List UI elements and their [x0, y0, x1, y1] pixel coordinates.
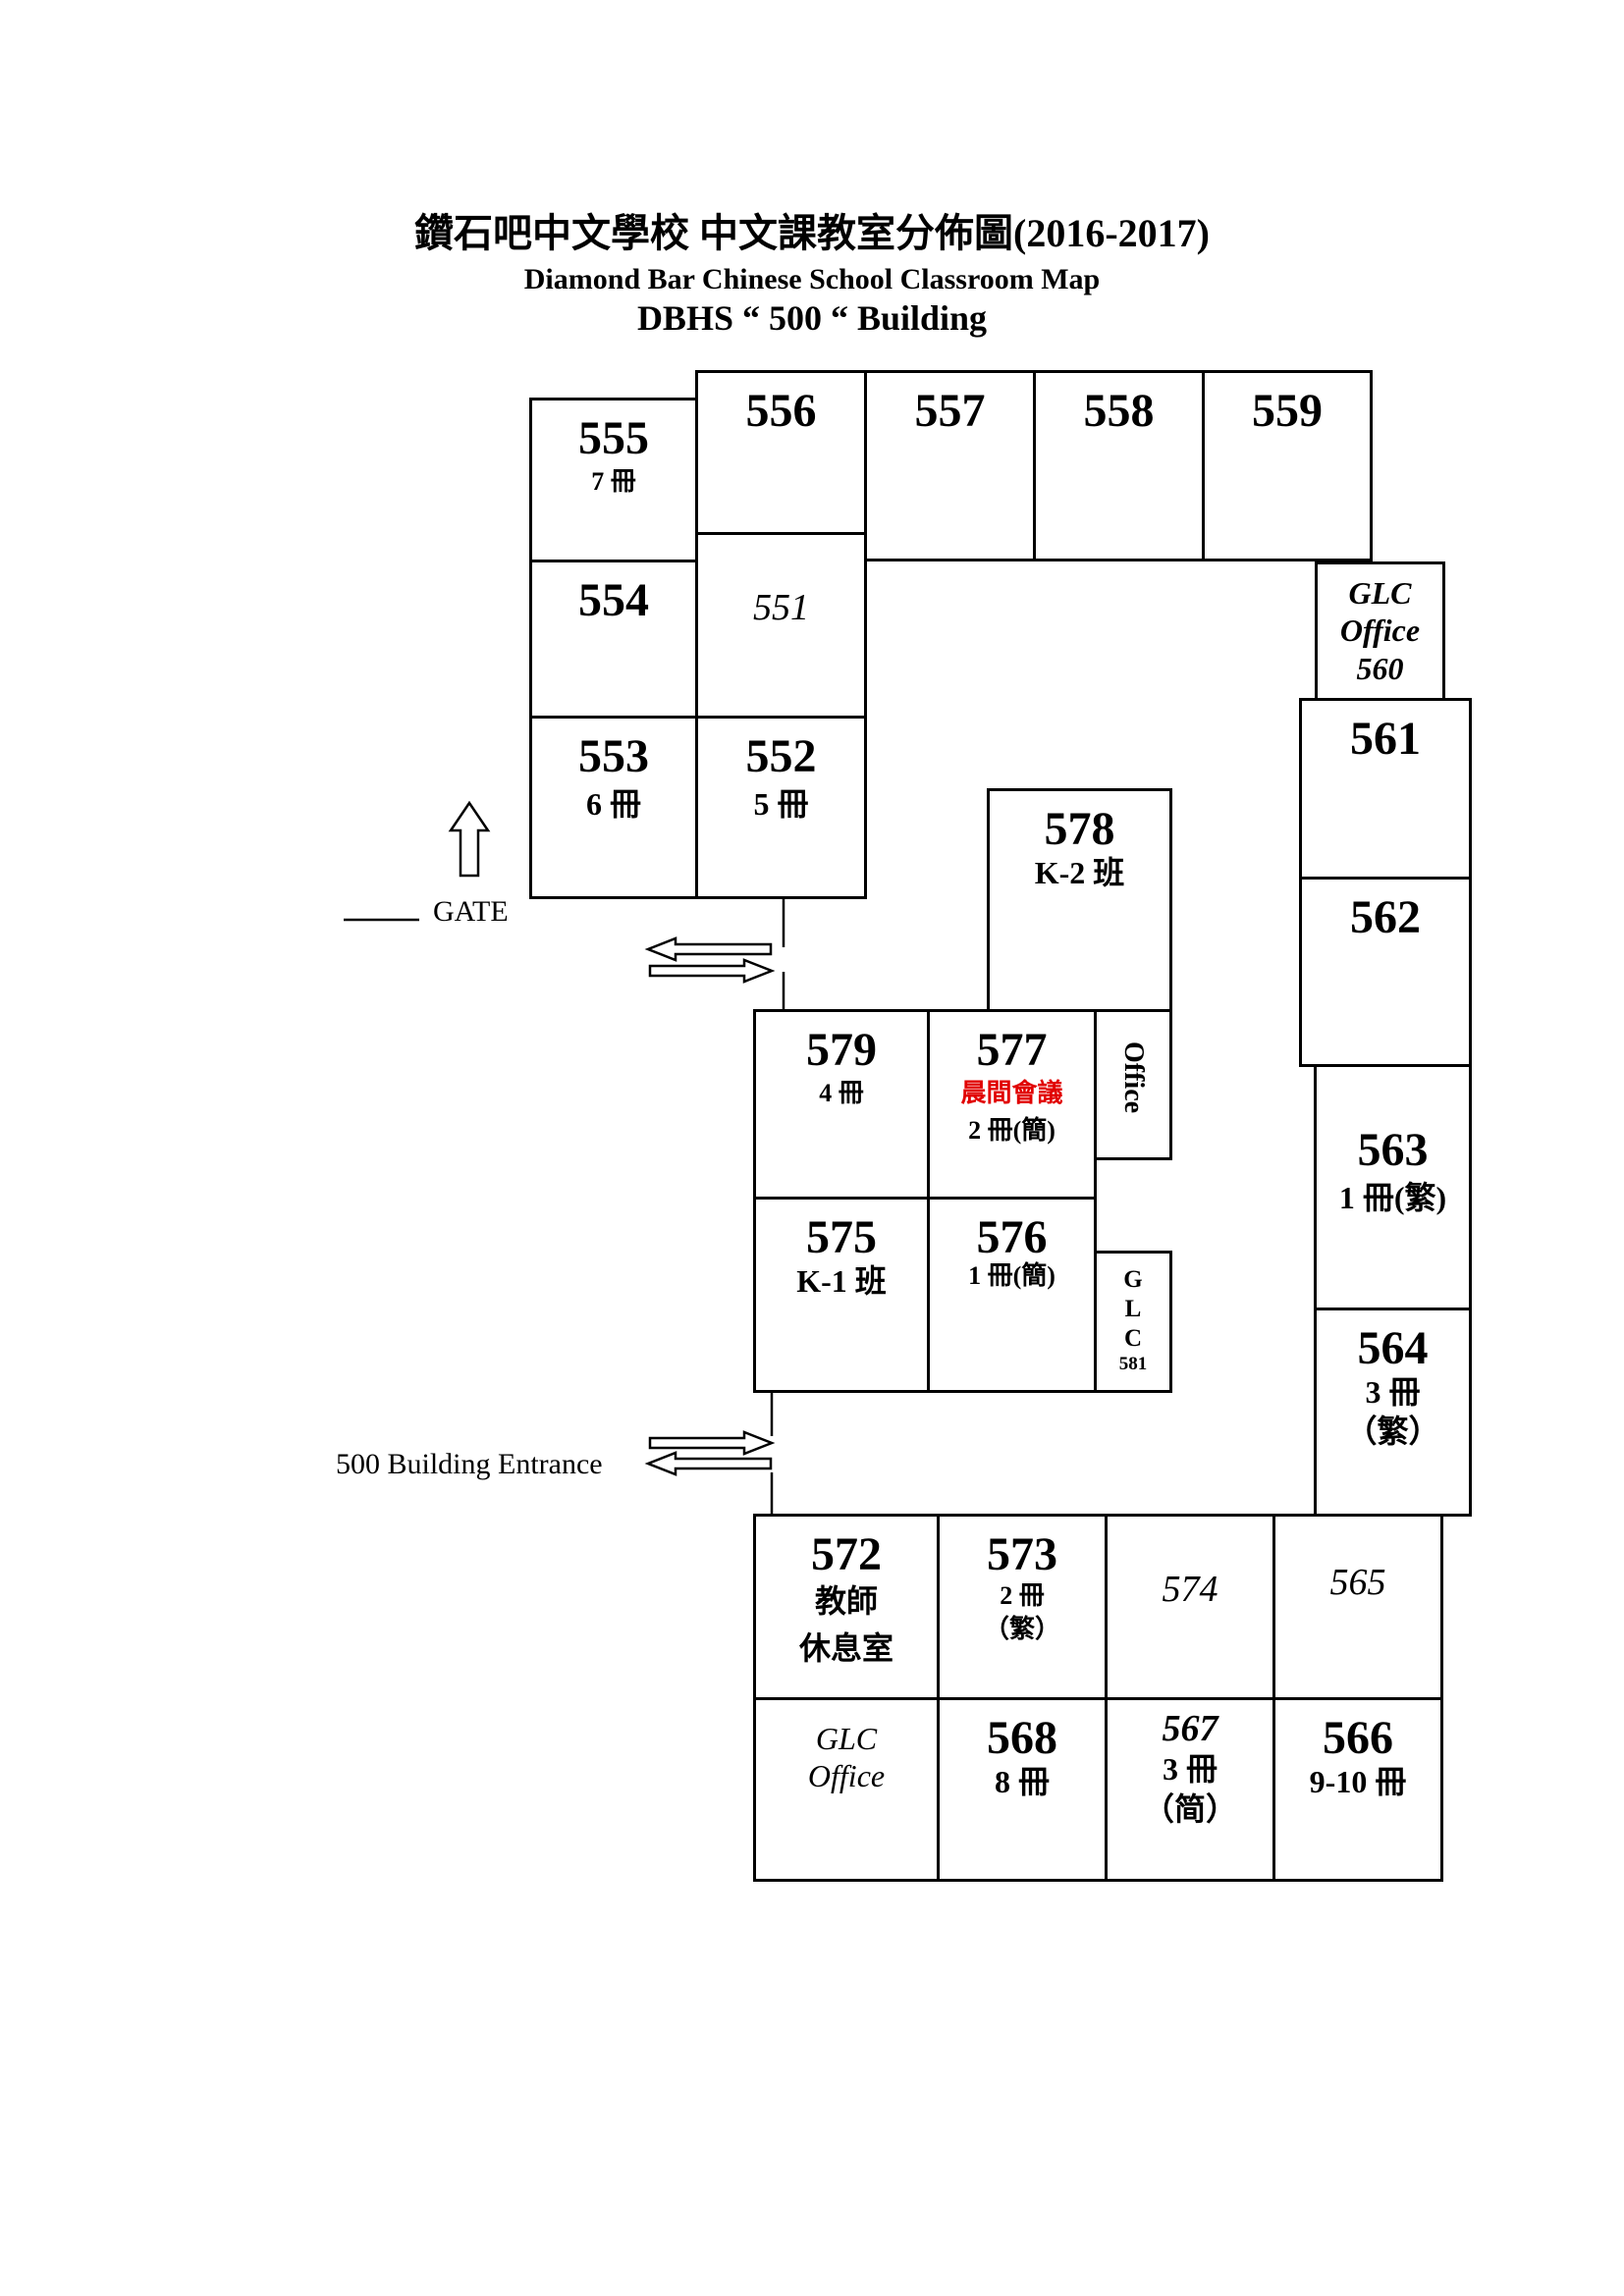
right-arrow-icon	[648, 958, 776, 984]
left-arrow-icon	[644, 936, 773, 962]
room-number: 563	[1357, 1124, 1429, 1176]
room-558[interactable]: 558	[1033, 370, 1205, 561]
building-entrance-label: 500 Building Entrance	[336, 1448, 603, 1480]
glc-letter: C	[1123, 1325, 1143, 1352]
room-559[interactable]: 559	[1202, 370, 1373, 561]
room-575[interactable]: 575 K-1 班	[753, 1197, 930, 1393]
room-551[interactable]: 551	[695, 532, 867, 719]
room-label: GLC	[1348, 575, 1412, 611]
glc-letter: G	[1123, 1266, 1143, 1293]
room-number: 551	[753, 587, 809, 628]
room-number: 581	[1118, 1354, 1148, 1374]
room-number: 566	[1323, 1712, 1393, 1764]
room-number: 568	[987, 1712, 1057, 1764]
room-class-type: （繁）	[1345, 1413, 1440, 1449]
room-number: 579	[806, 1024, 877, 1076]
room-class: 7 冊	[591, 467, 636, 497]
room-class: K-1 班	[796, 1263, 887, 1300]
room-number: 558	[1083, 385, 1155, 437]
room-553[interactable]: 553 6 冊	[529, 716, 698, 899]
room-number: 557	[914, 385, 986, 437]
office-label: Office	[1118, 1041, 1149, 1114]
room-number: 567	[1162, 1708, 1218, 1749]
room-564[interactable]: 564 3 冊 （繁）	[1314, 1308, 1472, 1517]
room-number: 552	[745, 730, 817, 782]
building-title: DBHS “ 500 “ Building	[636, 298, 988, 338]
room-number: 553	[578, 730, 649, 782]
gate-label: GATE	[433, 895, 509, 928]
glc-office-room[interactable]: GLC Office	[753, 1697, 940, 1882]
room-class: 5 冊	[753, 786, 809, 823]
room-566[interactable]: 566 9-10 冊	[1272, 1697, 1443, 1882]
room-number: 574	[1162, 1569, 1218, 1610]
room-class: 3 冊	[1162, 1750, 1218, 1787]
room-number: 565	[1329, 1562, 1386, 1603]
room-578[interactable]: 578 K-2 班	[987, 788, 1172, 1012]
morning-meeting-label: 晨間會議	[960, 1079, 1063, 1108]
room-552[interactable]: 552 5 冊	[695, 716, 867, 899]
room-number: 578	[1044, 803, 1115, 855]
room-number: 556	[745, 385, 817, 437]
room-number: 554	[578, 574, 649, 626]
glc-vertical-label: G L C 581	[1119, 1265, 1148, 1376]
room-number: 564	[1357, 1322, 1429, 1374]
room-563[interactable]: 563 1 冊(繁)	[1314, 1064, 1472, 1310]
room-class: 6 冊	[585, 786, 641, 823]
left-arrow-icon	[644, 1451, 773, 1476]
room-581-glc[interactable]: G L C 581	[1094, 1251, 1172, 1393]
room-label: 教師	[814, 1583, 878, 1620]
room-560-glc-office[interactable]: GLC Office 560	[1315, 561, 1445, 701]
room-class: 2 冊	[1000, 1581, 1045, 1611]
map-title: 鑽石吧中文學校 中文課教室分佈圖(2016-2017)	[414, 211, 1210, 255]
room-class: 3 冊	[1365, 1374, 1421, 1411]
glc-letter: L	[1124, 1296, 1142, 1322]
room-number: 562	[1350, 891, 1421, 943]
room-561[interactable]: 561	[1299, 698, 1472, 880]
room-572[interactable]: 572 教師 休息室	[753, 1514, 940, 1700]
room-class-type: （简）	[1142, 1791, 1237, 1828]
room-565[interactable]: 565	[1272, 1514, 1443, 1700]
room-class: 4 冊	[819, 1079, 864, 1108]
room-574[interactable]: 574	[1105, 1514, 1275, 1700]
office-room[interactable]: Office	[1094, 1009, 1172, 1160]
room-class: K-2 班	[1034, 855, 1125, 891]
room-class-type: （繁）	[983, 1615, 1060, 1644]
room-number: 576	[976, 1211, 1048, 1263]
gate-up-arrow-icon	[448, 800, 491, 878]
right-arrow-icon	[648, 1430, 776, 1456]
room-label: Office	[807, 1758, 886, 1794]
room-label: 休息室	[798, 1630, 893, 1667]
room-562[interactable]: 562	[1299, 877, 1472, 1067]
room-class: 1 冊(繁)	[1338, 1180, 1447, 1216]
map-subtitle: Diamond Bar Chinese School Classroom Map	[523, 263, 1101, 295]
room-number: 555	[578, 412, 649, 464]
room-class: 9-10 冊	[1309, 1764, 1407, 1800]
room-label: GLC	[815, 1721, 878, 1756]
room-number: 577	[976, 1024, 1048, 1076]
room-class: 8 冊	[994, 1764, 1050, 1800]
room-number: 575	[806, 1211, 877, 1263]
room-568[interactable]: 568 8 冊	[937, 1697, 1108, 1882]
room-number: 559	[1252, 385, 1323, 437]
room-number: 560	[1356, 650, 1404, 686]
room-number: 561	[1350, 713, 1421, 765]
room-label: Office	[1339, 613, 1421, 649]
room-number: 573	[987, 1528, 1057, 1580]
room-577[interactable]: 577 晨間會議 2 冊(簡)	[927, 1009, 1097, 1200]
room-class: 2 冊(簡)	[968, 1116, 1056, 1146]
room-number: 572	[811, 1528, 882, 1580]
room-class: 1 冊(簡)	[968, 1261, 1056, 1291]
room-567[interactable]: 567 3 冊 （简）	[1105, 1697, 1275, 1882]
